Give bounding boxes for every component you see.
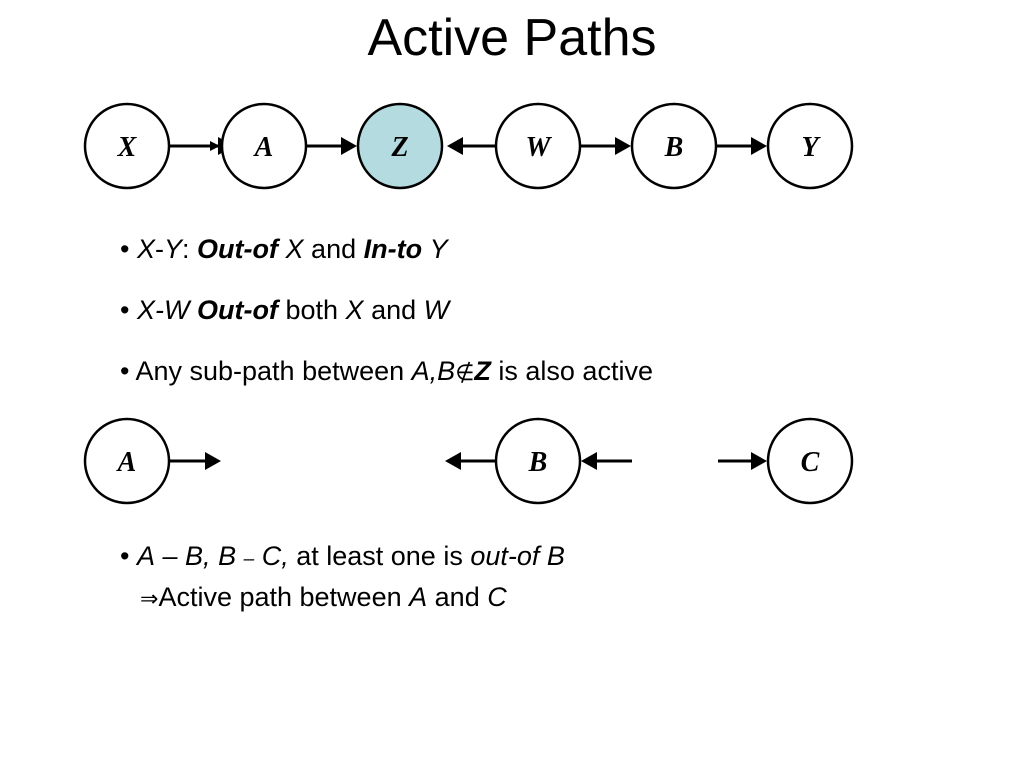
both-word: both — [285, 295, 339, 325]
node-bottom-c-label: C — [801, 447, 820, 478]
var-z: Z — [474, 356, 491, 386]
dash-small: – — [243, 549, 255, 570]
node-z: Z — [356, 102, 444, 190]
bullet-dot: • — [120, 234, 130, 264]
bullet-a-b-c: • A – B, B – C, at least one is out-of B — [120, 539, 565, 577]
node-a: A — [220, 102, 308, 190]
node-b-label: B — [664, 132, 684, 163]
edge-a-to-z-head — [341, 137, 357, 155]
and-word: and — [311, 234, 357, 264]
node-bottom-c: C — [766, 417, 854, 505]
and-word: and — [371, 295, 417, 325]
var-x: X — [285, 234, 304, 264]
stub-arrow-into-b-left-head — [445, 452, 461, 470]
bullet-x-y: • X-Y: Out-of X and In-to Y — [120, 232, 448, 266]
var-x: X — [345, 295, 364, 325]
var-x: X — [136, 295, 155, 325]
edge-w-to-b-head — [615, 137, 631, 155]
colon: : — [182, 234, 190, 264]
var-b: B — [218, 541, 237, 571]
bullet-dot: • — [120, 541, 130, 571]
out-of-term: Out-of — [196, 295, 278, 325]
slide-title: Active Paths — [367, 9, 657, 67]
bullet-a-b-c-conclusion: ⇒Active path between A and C — [140, 580, 507, 617]
var-w: W — [163, 295, 190, 325]
bullet-dot: • — [120, 295, 130, 325]
var-c: C — [487, 582, 507, 612]
active-path-text: Active path between — [158, 582, 402, 612]
stub-arrow-into-b-right-head — [581, 452, 597, 470]
in-to-term: In-to — [363, 234, 423, 264]
node-x: X — [83, 102, 171, 190]
stub-arrow-into-c-head — [751, 452, 767, 470]
bullet-x-w: • X-W Out-of both X and W — [120, 293, 449, 327]
sub-path-text: Any sub-path between — [135, 356, 405, 386]
node-a-label: A — [253, 132, 274, 163]
var-w: W — [423, 295, 450, 325]
var-y: Y — [163, 234, 182, 264]
dash: - — [154, 295, 164, 325]
bullet-dot: • — [120, 356, 130, 386]
node-bottom-a: A — [83, 417, 171, 505]
edge-b-to-y-head — [751, 137, 767, 155]
bullet-sub-path: • Any sub-path between A,B∉Z is also act… — [120, 354, 653, 391]
var-a: A — [409, 582, 428, 612]
stub-arrow-out-of-a-head — [205, 452, 221, 470]
node-y: Y — [766, 102, 854, 190]
var-ab: A,B — [411, 356, 456, 386]
not-in-symbol: ∉ — [455, 361, 475, 386]
edge-w-to-z-head — [447, 137, 463, 155]
var-x: X — [136, 234, 155, 264]
var-a: A — [136, 541, 155, 571]
var-c: C, — [261, 541, 289, 571]
node-y-label: Y — [801, 132, 821, 163]
implies-symbol: ⇒ — [140, 587, 159, 612]
dash: - — [154, 234, 164, 264]
node-bottom-b-label: B — [528, 447, 548, 478]
sub-path-rest: is also active — [498, 356, 653, 386]
out-of-term: Out-of — [197, 234, 278, 264]
node-z-label: Z — [390, 132, 408, 163]
at-least-text: at least one is — [296, 541, 463, 571]
node-w-label: W — [526, 132, 553, 163]
node-bottom-b: B — [494, 417, 582, 505]
node-w: W — [494, 102, 582, 190]
node-x-label: X — [117, 132, 138, 163]
dash: – — [162, 541, 178, 571]
var-y: Y — [429, 234, 448, 264]
node-b: B — [630, 102, 718, 190]
and-word: and — [434, 582, 480, 612]
node-bottom-a-label: A — [116, 447, 137, 478]
out-of-b-term: out-of B — [470, 541, 565, 571]
var-b: B, — [185, 541, 211, 571]
